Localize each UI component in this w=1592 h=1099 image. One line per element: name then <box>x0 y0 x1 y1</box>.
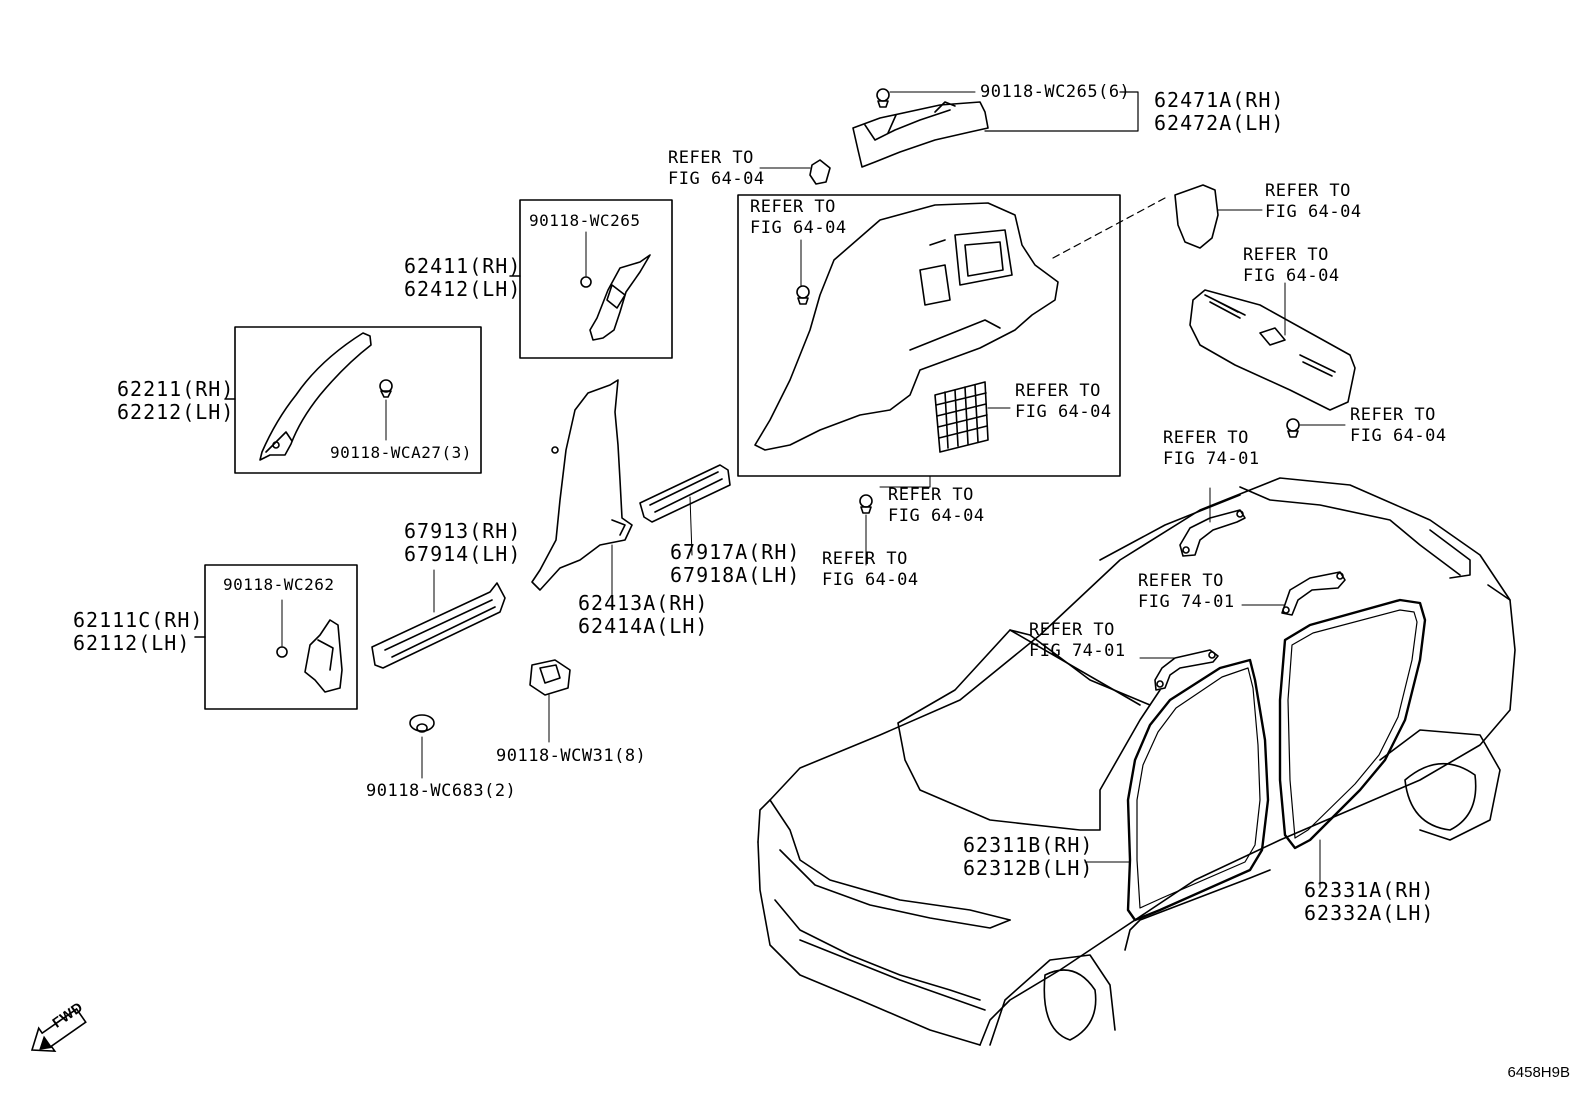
label-62472a: 62472A(LH) <box>1154 111 1285 135</box>
refer-i-line1: REFER TO <box>822 549 908 569</box>
refer-c-line2: FIG 64-04 <box>750 218 847 238</box>
label-62212: 62212(LH) <box>117 400 235 424</box>
refer-h-line2: FIG 64-04 <box>1350 426 1447 446</box>
box-quarter-panel <box>737 194 1121 477</box>
fwd-arrow-icon <box>30 1007 87 1053</box>
clip-refer-a <box>759 159 831 185</box>
clip-90118-wca27 <box>379 379 393 441</box>
quarter-window-trim <box>1174 184 1263 249</box>
label-67917a: 67917A(RH) <box>670 540 801 564</box>
diagram-code: 6458H9B <box>1507 1064 1570 1081</box>
refer-g-line2: FIG 64-04 <box>1243 266 1340 286</box>
clip-90118-wc265-b <box>580 231 592 288</box>
clip-90118-wcw31 <box>529 659 571 743</box>
center-pillar-lower-garnish <box>531 379 633 606</box>
label-67918a: 67918A(LH) <box>670 563 801 587</box>
clip-90118-wc262 <box>276 599 288 658</box>
label-62312b: 62312B(LH) <box>963 856 1094 880</box>
label-box-e-90118-wc262: 90118-WC262 <box>223 575 335 594</box>
refer-a-line1: REFER TO <box>668 148 754 168</box>
refer-l-line1: REFER TO <box>1029 620 1115 640</box>
label-67913: 67913(RH) <box>404 519 522 543</box>
quarter-trim-grille <box>934 381 1011 453</box>
refer-g-line1: REFER TO <box>1243 245 1329 265</box>
refer-i-line2: FIG 64-04 <box>822 570 919 590</box>
refer-j-line2: FIG 74-01 <box>1163 449 1260 469</box>
label-90118-wc265-6: 90118-WC265(6) <box>980 82 1131 102</box>
roof-side-garnish <box>852 101 989 168</box>
clip-90118-wc265-top <box>876 88 976 108</box>
refer-k-line1: REFER TO <box>1138 571 1224 591</box>
refer-f-line2: FIG 64-04 <box>1015 402 1112 422</box>
refer-d-line2: FIG 64-04 <box>888 506 985 526</box>
refer-e-line2: FIG 64-04 <box>1265 202 1362 222</box>
label-62471a: 62471A(RH) <box>1154 88 1285 112</box>
a-pillar-garnish <box>259 332 372 461</box>
label-62332a: 62332A(LH) <box>1304 901 1435 925</box>
refer-e-line1: REFER TO <box>1265 181 1351 201</box>
assist-grip-roof <box>1179 487 1246 557</box>
refer-j-line1: REFER TO <box>1163 428 1249 448</box>
b-pillar-upper-garnish <box>589 254 651 341</box>
box-a-pillar <box>234 326 482 474</box>
label-62311b: 62311B(RH) <box>963 833 1094 857</box>
assist-grip-front <box>1139 649 1219 691</box>
refer-d-line1: REFER TO <box>888 485 974 505</box>
clip-refer-d <box>859 494 873 566</box>
label-90118-wc683: 90118-WC683(2) <box>366 781 517 801</box>
label-62111c: 62111C(RH) <box>73 608 204 632</box>
label-62112: 62112(LH) <box>73 631 191 655</box>
label-62331a: 62331A(RH) <box>1304 878 1435 902</box>
refer-h-line1: REFER TO <box>1350 405 1436 425</box>
label-67914: 67914(LH) <box>404 542 522 566</box>
label-62412: 62412(LH) <box>404 277 522 301</box>
clip-refer-box-inner <box>796 239 810 305</box>
clip-refer-h <box>1286 418 1346 438</box>
refer-f-line1: REFER TO <box>1015 381 1101 401</box>
label-62414a: 62414A(LH) <box>578 614 709 638</box>
grommet-90118-wc683 <box>409 714 435 779</box>
vehicle-outline <box>757 477 1516 1046</box>
label-box-b-90118-wc265: 90118-WC265 <box>529 211 641 230</box>
label-90118-wcw31: 90118-WCW31(8) <box>496 746 647 766</box>
label-62411: 62411(RH) <box>404 254 522 278</box>
refer-c-line1: REFER TO <box>750 197 836 217</box>
refer-k-line2: FIG 74-01 <box>1138 592 1235 612</box>
rear-door-weatherstrip <box>1278 598 1427 889</box>
quarter-panel-trim <box>754 202 1059 451</box>
label-62211: 62211(RH) <box>117 377 235 401</box>
back-door-scuff-plate <box>1189 282 1356 411</box>
front-door-weatherstrip <box>1084 658 1270 922</box>
refer-a-line2: FIG 64-04 <box>668 169 765 189</box>
front-door-scuff-plate <box>371 569 506 669</box>
cowl-side-trim <box>304 619 343 693</box>
assist-grip-rear <box>1241 571 1346 616</box>
refer-l-line2: FIG 74-01 <box>1029 641 1126 661</box>
rear-door-scuff-plate <box>639 464 731 556</box>
box-b-pillar-upper <box>519 199 673 359</box>
label-62413a: 62413A(RH) <box>578 591 709 615</box>
label-90118-wca27: 90118-WCA27(3) <box>330 443 472 462</box>
